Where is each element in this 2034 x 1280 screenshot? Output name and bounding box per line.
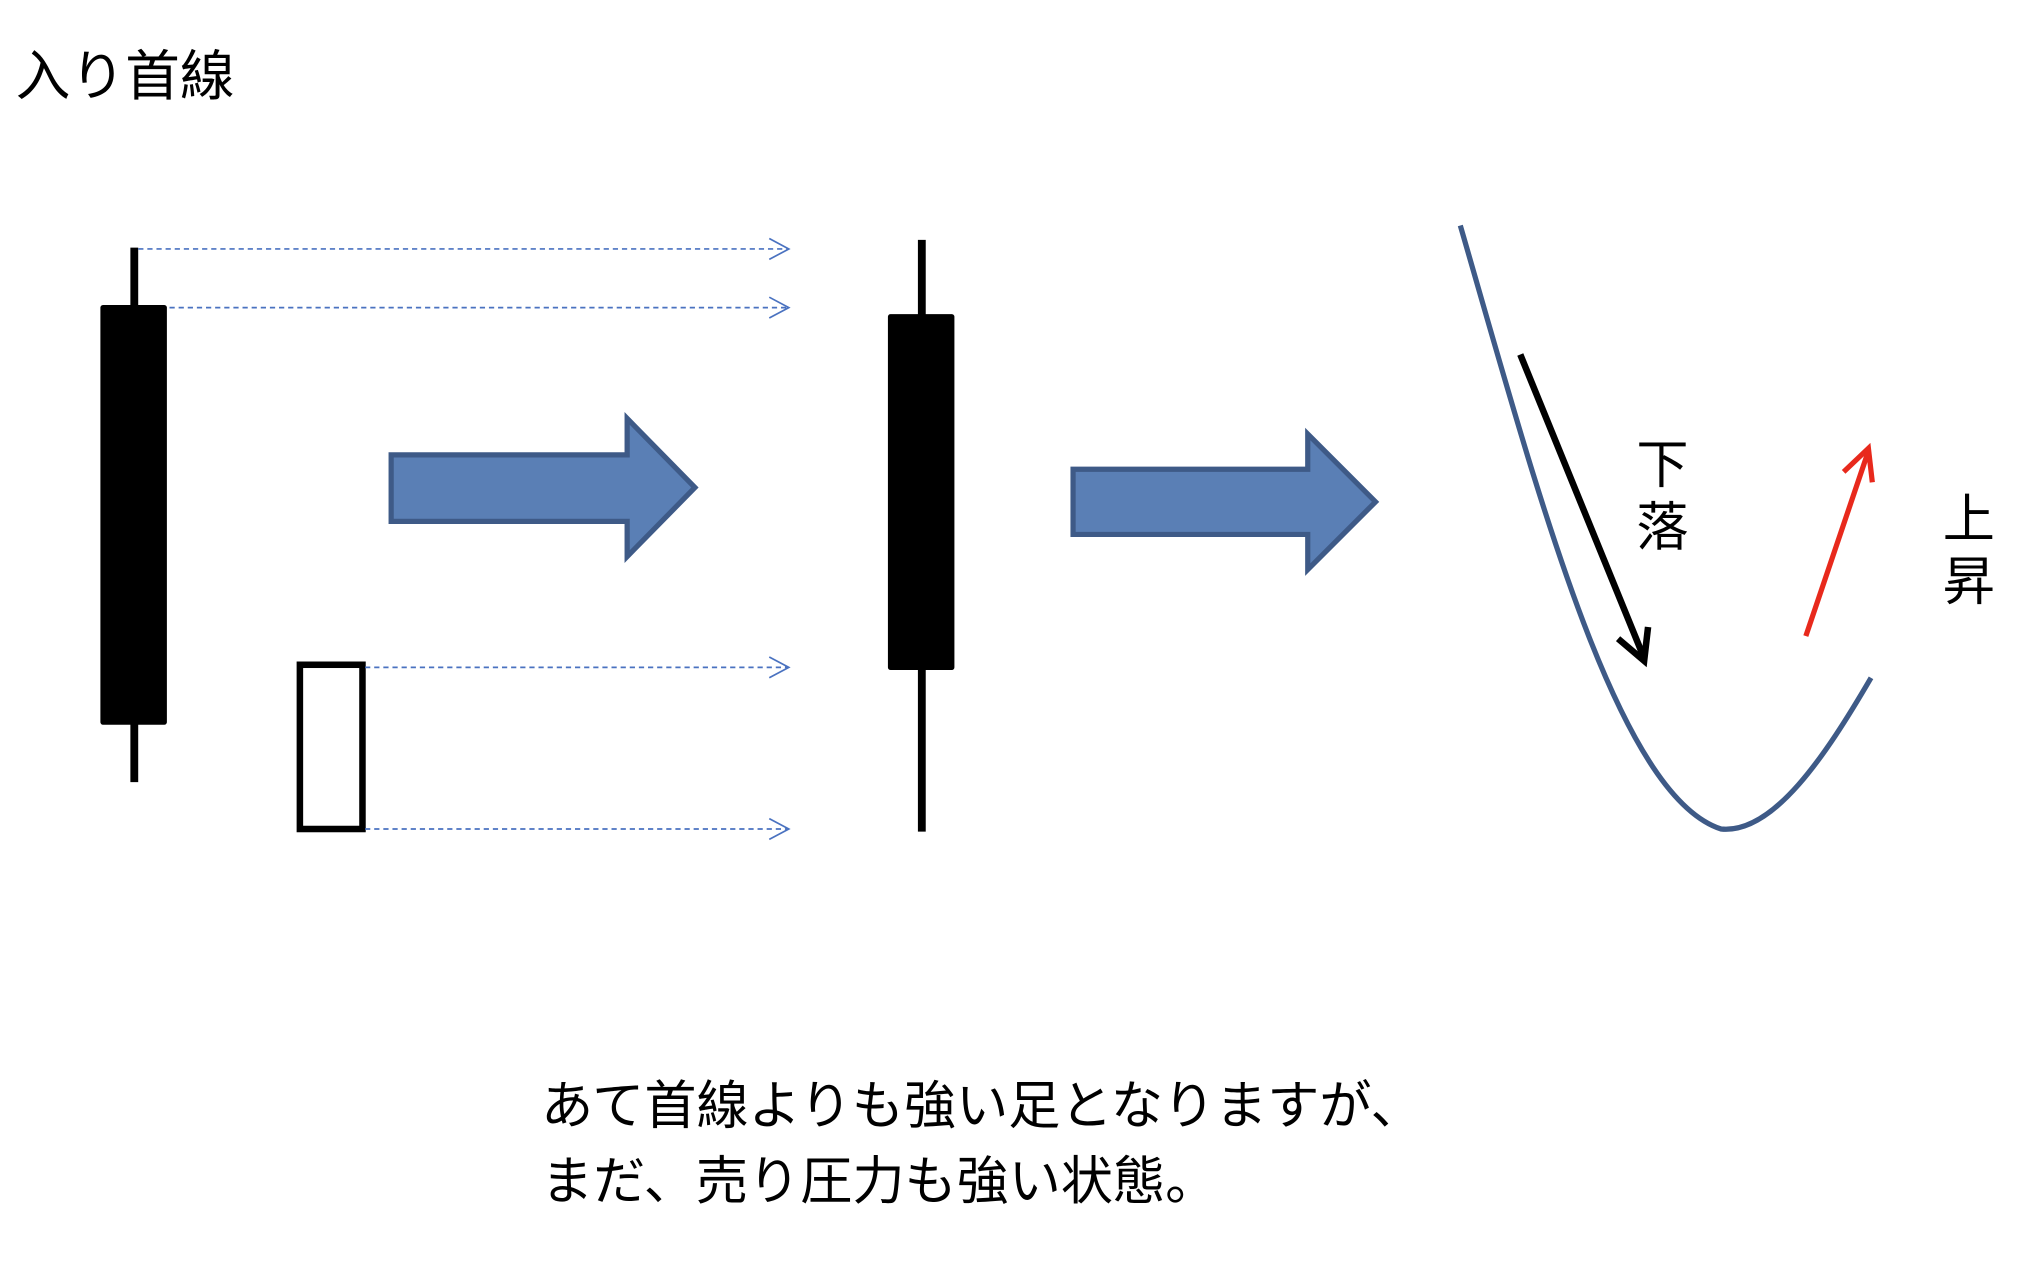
right-block-arrow-2 — [1070, 427, 1380, 576]
bearish-candle-1 — [100, 247, 167, 783]
fall-label-1: 下 — [1636, 435, 1688, 495]
guide-close — [365, 656, 791, 679]
right-block-arrow-1 — [388, 412, 699, 563]
combined-bearish-candle — [887, 239, 955, 832]
guide-open — [169, 296, 791, 319]
price-curve — [1457, 224, 1874, 832]
rise-label-2: 昇 — [1943, 553, 1995, 613]
caption-line-2: まだ、売り圧力も強い状態。 — [541, 1152, 1217, 1212]
guide-low — [365, 817, 791, 841]
fall-label-2: 落 — [1636, 498, 1688, 558]
rise-arrow-icon — [1803, 442, 1875, 637]
caption-line-1: あて首線よりも強い足となりますが、 — [541, 1077, 1423, 1137]
fall-arrow-icon — [1517, 353, 1652, 668]
bullish-candle-small — [296, 661, 366, 833]
guide-high — [138, 237, 791, 261]
diagram-title: 入り首線 — [16, 44, 235, 108]
dashed-guides — [138, 237, 791, 841]
rise-label-1: 上 — [1943, 490, 1995, 550]
